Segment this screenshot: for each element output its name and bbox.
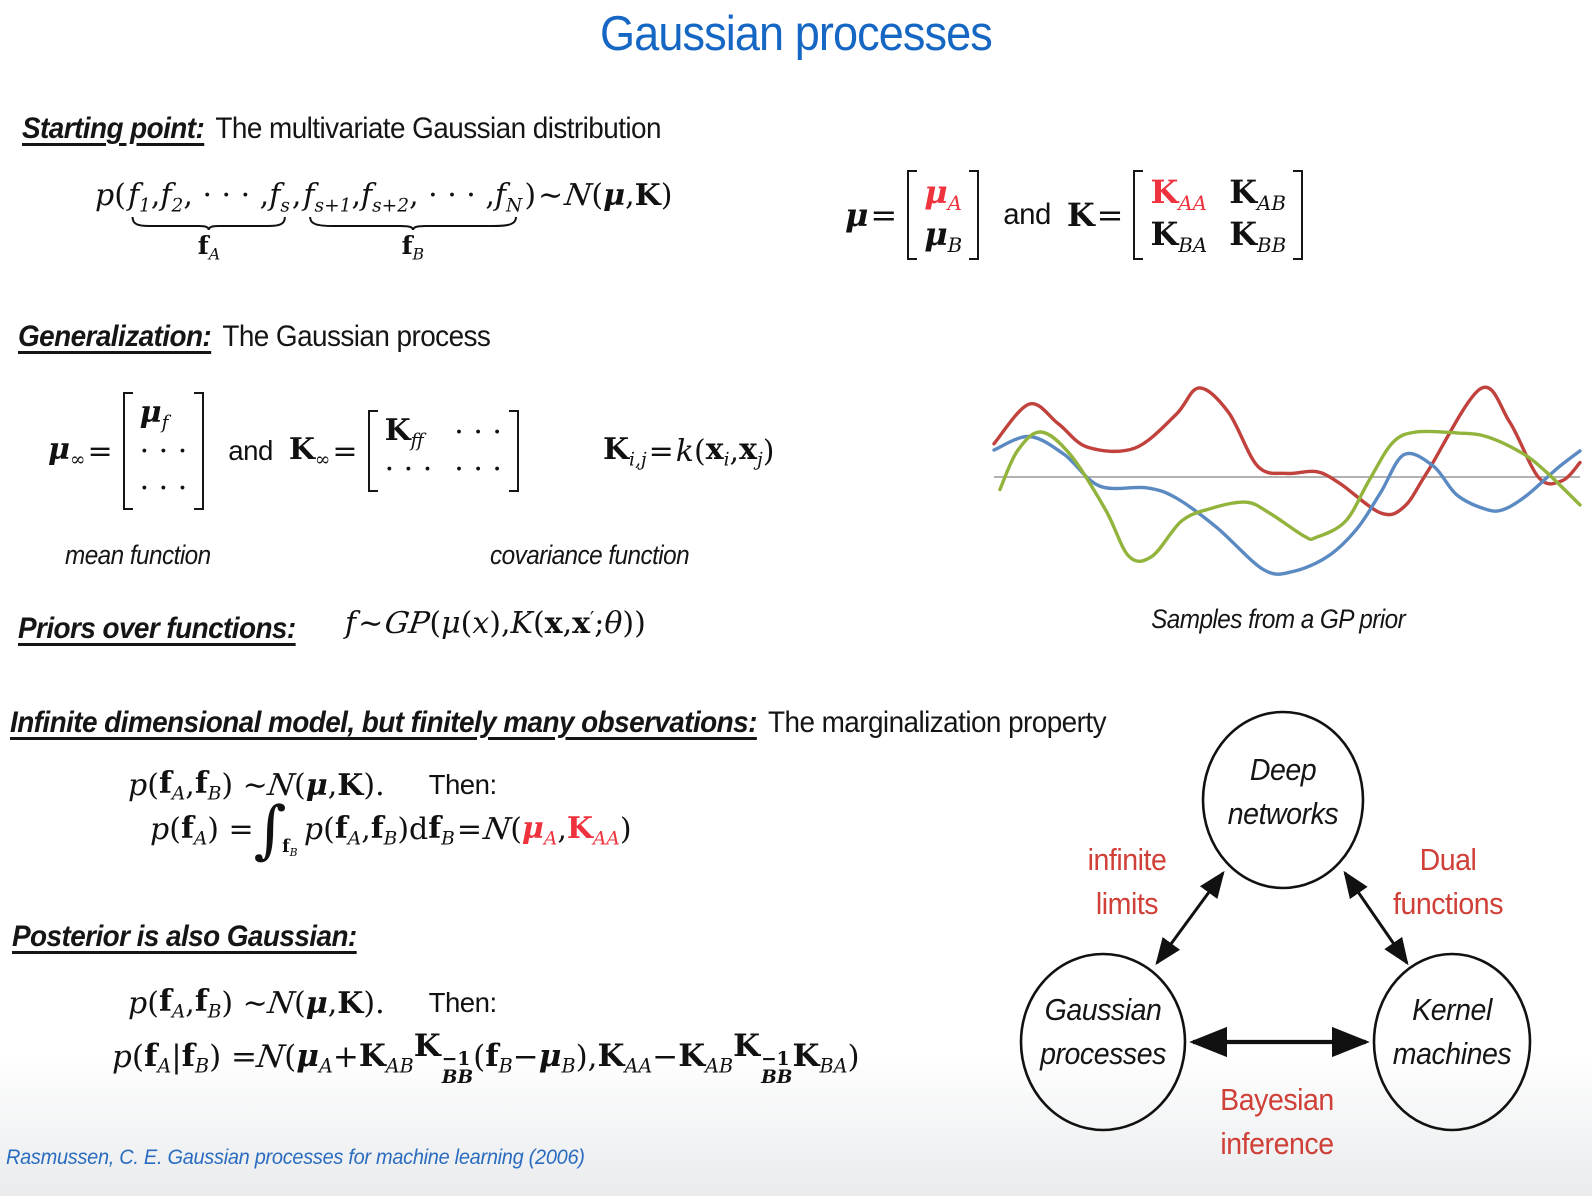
gp-sample-red bbox=[992, 385, 1582, 517]
gp-sample-blue bbox=[992, 434, 1582, 576]
formula-kernel-entry: Ki,j = k(xi, xj) bbox=[602, 432, 775, 471]
formula-joint-then-2: p(fA, fB) ∼ N(μ, K).Then: bbox=[128, 984, 497, 1023]
gp-samples-plot bbox=[992, 385, 1582, 576]
heading-rest: The Gaussian process bbox=[222, 320, 491, 353]
edge-label-bayesian-inference: Bayesian inference bbox=[1220, 1082, 1334, 1162]
heading-priors: Priors over functions: bbox=[18, 612, 307, 646]
edge-dual-functions-arrow bbox=[1343, 870, 1409, 966]
caption-covariance-function: covariance function bbox=[490, 540, 690, 570]
node-circle-deep-networks bbox=[1201, 710, 1365, 890]
heading-label: Starting point: bbox=[22, 112, 205, 145]
node-circle-kernel-machines bbox=[1372, 952, 1532, 1132]
heading-label: Posterior is also Gaussian: bbox=[12, 920, 357, 953]
heading-label: Priors over functions: bbox=[18, 612, 296, 645]
edge-label-dual-functions: Dual functions bbox=[1392, 842, 1503, 922]
heading-label: Infinite dimensional model, but finitely… bbox=[10, 706, 757, 739]
node-label-deep-networks: Deep networks bbox=[1227, 752, 1339, 832]
node-circle-gaussian-processes bbox=[1019, 952, 1187, 1132]
plot-caption: Samples from a GP prior bbox=[1150, 604, 1406, 634]
title-wrap: Gaussian processes bbox=[0, 6, 1592, 62]
gp-sample-green bbox=[998, 429, 1582, 563]
citation: Rasmussen, C. E. Gaussian processes for … bbox=[6, 1146, 585, 1169]
node-label-gaussian-processes: Gaussian processes bbox=[1040, 992, 1166, 1072]
heading-posterior: Posterior is also Gaussian: bbox=[12, 920, 368, 954]
caption-mean-function: mean function bbox=[65, 540, 211, 570]
node-label-kernel-machines: Kernel machines bbox=[1392, 992, 1512, 1072]
heading-rest: The multivariate Gaussian distribution bbox=[215, 112, 661, 145]
heading-generalization: Generalization: The Gaussian process bbox=[18, 320, 491, 354]
edge-label-infinite-limits: infinite limits bbox=[1087, 842, 1167, 922]
formula-joint-then-1: p(fA, fB) ∼ N(μ, K).Then: bbox=[128, 766, 497, 805]
edge-infinite-limits-arrow bbox=[1155, 870, 1225, 966]
plot-caption-wrap: Samples from a GP prior bbox=[1048, 604, 1508, 635]
heading-starting-point: Starting point: The multivariate Gaussian… bbox=[22, 112, 662, 146]
concept-triangle-diagram bbox=[1019, 710, 1532, 1132]
heading-rest: The marginalization property bbox=[768, 706, 1107, 739]
heading-marginalization: Infinite dimensional model, but finitely… bbox=[10, 706, 1107, 740]
page-title: Gaussian processes bbox=[600, 7, 993, 61]
heading-label: Generalization: bbox=[18, 320, 212, 353]
formula-gp-prior: f ∼ GP(μ(x), K(x, x′; θ)) bbox=[345, 606, 646, 641]
